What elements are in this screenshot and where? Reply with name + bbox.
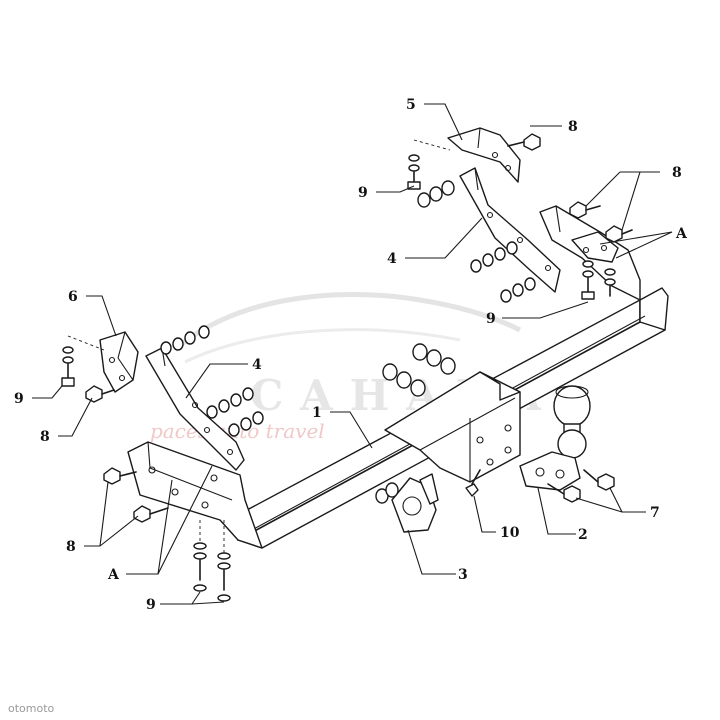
fasteners <box>61 133 633 602</box>
fasteners-right-side <box>569 201 633 300</box>
fasteners-right-top <box>407 133 541 208</box>
callout-8-right: 8 <box>672 165 682 181</box>
center-nut-stack <box>375 343 456 504</box>
vertical-bolt-left-top <box>61 335 105 387</box>
washer-stack-right <box>470 241 536 303</box>
tow-ball-part-2 <box>519 385 591 491</box>
right-top-bracket-part-5 <box>447 127 521 183</box>
callout-9-left: 9 <box>14 391 24 407</box>
right-arm-part-4 <box>459 167 561 293</box>
callout-10: 10 <box>500 525 520 541</box>
callout-8-bottom: 8 <box>66 539 76 555</box>
callout-9-right: 9 <box>486 311 496 327</box>
leader-lines <box>32 103 673 605</box>
left-arm-part-4 <box>145 347 245 471</box>
callout-6: 6 <box>68 289 78 305</box>
left-side-bracket <box>127 441 263 549</box>
callout-3: 3 <box>458 567 468 583</box>
right-side-bracket <box>539 205 641 301</box>
socket-plate-part-3 <box>391 473 439 533</box>
center-hitch-bracket <box>384 371 521 483</box>
callout-8-left: 8 <box>40 429 50 445</box>
callout-9-top: 9 <box>358 185 368 201</box>
callout-A-right: A <box>675 226 688 242</box>
callout-1: 1 <box>312 405 322 421</box>
callout-2: 2 <box>578 527 588 543</box>
callout-4-left: 4 <box>252 357 262 373</box>
callout-9-bottom: 9 <box>146 597 156 613</box>
callout-5: 5 <box>406 97 416 113</box>
callout-A-left: A <box>107 567 120 583</box>
left-mount-bracket-part-6 <box>99 331 139 393</box>
callout-4-right: 4 <box>387 251 397 267</box>
footer-watermark: otomoto <box>8 702 55 715</box>
callout-8-top: 8 <box>568 119 578 135</box>
vertical-bolts-left <box>193 520 231 602</box>
bolt-icon <box>85 385 169 523</box>
callout-7: 7 <box>650 505 660 521</box>
bolt-part-10 <box>465 469 481 497</box>
washer-stack-left <box>160 325 264 437</box>
callouts: 5 8 9 4 8 A 9 6 4 9 8 1 8 A 9 3 10 2 7 <box>14 97 688 613</box>
